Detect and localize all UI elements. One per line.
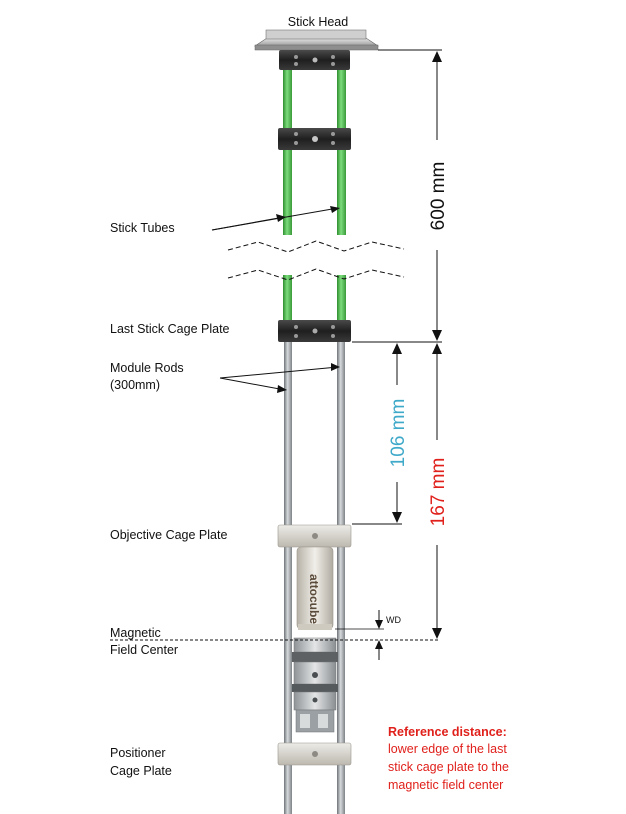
module-rods-sublabel: (300mm) bbox=[110, 378, 160, 392]
reference-title: Reference distance: bbox=[388, 725, 507, 739]
stick-head: Stick Head bbox=[254, 15, 379, 51]
reference-note: Reference distance: lower edge of the la… bbox=[388, 725, 509, 792]
module-rod-right bbox=[337, 340, 345, 814]
module-rod-left bbox=[284, 340, 292, 814]
dimension-600-label: 600 mm bbox=[428, 162, 449, 231]
magnetic-label: Magnetic bbox=[110, 626, 161, 640]
objective-brand-label: attocube bbox=[307, 574, 321, 624]
label-module-rods: Module Rods (300mm) bbox=[110, 361, 340, 393]
dimension-600: 600 mm bbox=[352, 49, 449, 343]
objective-cage-plate-label: Objective Cage Plate bbox=[110, 528, 227, 542]
last-stick-cage-plate bbox=[278, 320, 351, 342]
positioner-cage-plate-label: Cage Plate bbox=[110, 764, 172, 778]
break-lines bbox=[227, 240, 405, 281]
objective-cage-plate bbox=[277, 524, 352, 548]
reference-line-3: magnetic field center bbox=[388, 778, 503, 792]
dimension-167-label: 167 mm bbox=[428, 458, 449, 527]
label-positioner: Positioner Cage Plate bbox=[110, 746, 172, 778]
wd-label: WD bbox=[386, 615, 401, 625]
dimension-167: 167 mm bbox=[428, 343, 449, 639]
module-rods-label: Module Rods bbox=[110, 361, 184, 375]
label-stick-tubes: Stick Tubes bbox=[110, 206, 340, 235]
working-distance: WD bbox=[335, 610, 401, 660]
stick-head-label: Stick Head bbox=[288, 15, 348, 29]
reference-line-2: stick cage plate to the bbox=[388, 760, 509, 774]
field-center-label: Field Center bbox=[110, 643, 178, 657]
head-cage-plate bbox=[279, 50, 350, 70]
objective-lens: attocube bbox=[296, 546, 334, 630]
dimension-106: 106 mm bbox=[352, 343, 409, 525]
stick-tubes-label: Stick Tubes bbox=[110, 221, 175, 235]
intermediate-cage-plate bbox=[278, 128, 351, 150]
label-magnetic-field-center: Magnetic Field Center bbox=[110, 626, 440, 657]
last-stick-cage-plate-label: Last Stick Cage Plate bbox=[110, 322, 230, 336]
positioner-label: Positioner bbox=[110, 746, 166, 760]
module-rods bbox=[284, 340, 345, 814]
positioner-cage-plate bbox=[277, 742, 352, 766]
stick-tubes bbox=[283, 60, 346, 323]
dimension-106-label: 106 mm bbox=[388, 399, 409, 468]
reference-line-1: lower edge of the last bbox=[388, 742, 507, 756]
positioner-stack bbox=[292, 637, 338, 733]
